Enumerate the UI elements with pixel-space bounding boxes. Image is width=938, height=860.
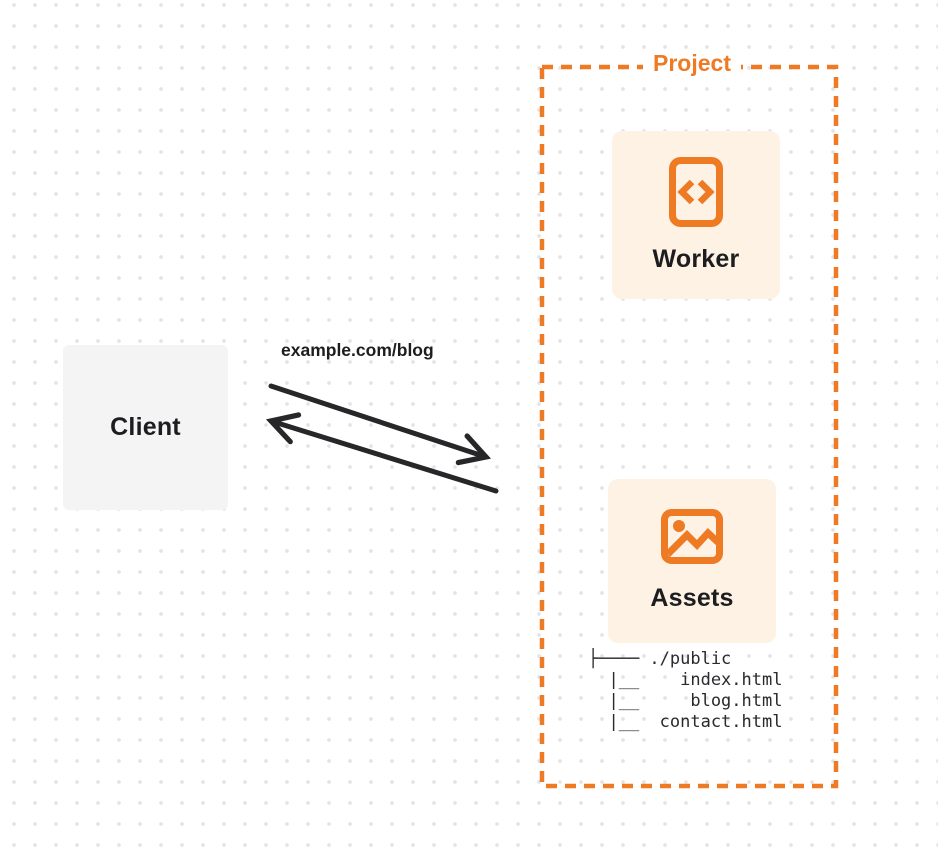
client-node: Client bbox=[63, 345, 228, 510]
request-url-label: example.com/blog bbox=[281, 340, 434, 360]
assets-file-tree: ├──── ./public |__ index.html |__ blog.h… bbox=[588, 649, 782, 733]
file-tree-item-index: |__ index.html bbox=[588, 670, 783, 690]
response-arrow bbox=[265, 412, 499, 494]
client-label: Client bbox=[110, 413, 181, 441]
file-tree-root: ├──── ./public bbox=[588, 649, 732, 669]
project-label: Project bbox=[643, 50, 741, 77]
file-tree-item-contact: |__ contact.html bbox=[588, 712, 783, 732]
code-icon bbox=[669, 156, 723, 232]
file-tree-item-blog: |__ blog.html bbox=[588, 691, 783, 711]
request-arrow bbox=[268, 383, 492, 466]
worker-node: Worker bbox=[612, 131, 780, 299]
image-icon bbox=[661, 509, 723, 569]
assets-node: Assets bbox=[608, 479, 776, 643]
worker-label: Worker bbox=[652, 244, 740, 273]
assets-label: Assets bbox=[650, 584, 734, 612]
